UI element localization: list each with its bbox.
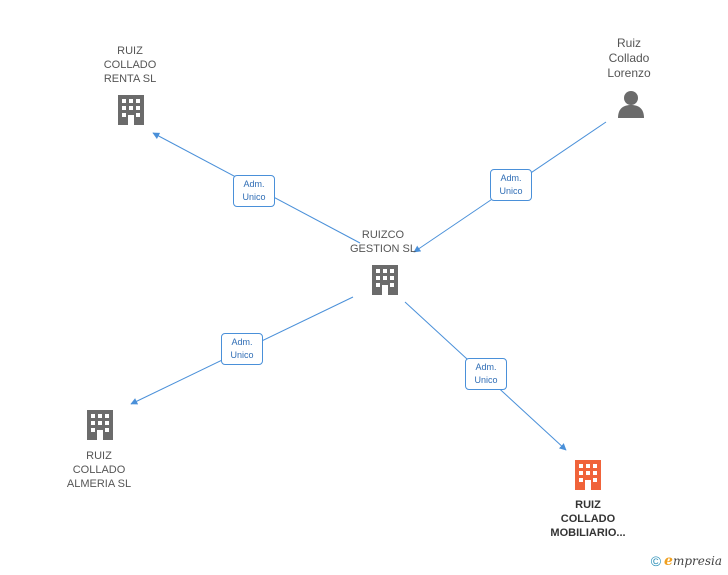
node-label-line: RUIZ <box>86 450 112 462</box>
edge-label-adm-unico[interactable]: Adm. Unico <box>465 358 507 390</box>
building-icon[interactable] <box>87 410 113 440</box>
brand-logo[interactable]: empresia <box>664 553 722 569</box>
node-label-line: RUIZCO <box>361 229 405 241</box>
edge-label-line: Adm. <box>500 173 522 183</box>
footer-credit: © empresia <box>651 553 722 569</box>
person-icon[interactable] <box>618 91 644 118</box>
node-label-line: GESTION SL <box>349 243 417 255</box>
edge-label-line: Unico <box>474 375 498 385</box>
edge-label-line: Adm. <box>243 179 265 189</box>
edge-label-line: Unico <box>499 186 523 196</box>
node-label-line: RUIZ <box>575 499 601 511</box>
edge-label-line: Unico <box>230 350 254 360</box>
node-label-line: ALMERIA SL <box>66 478 132 490</box>
node-label-line: MOBILIARIO... <box>550 527 626 539</box>
node-label-ruiz-collado-lorenzo[interactable]: Ruiz Collado Lorenzo <box>569 36 689 81</box>
edge-label-line: Unico <box>242 192 266 202</box>
copyright-icon: © <box>650 553 662 569</box>
node-label-ruiz-collado-mobiliario[interactable]: RUIZ COLLADO MOBILIARIO... <box>528 498 648 540</box>
edge-label-adm-unico[interactable]: Adm. Unico <box>490 169 532 201</box>
node-label-line: COLLADO <box>72 464 126 476</box>
edge-label-adm-unico[interactable]: Adm. Unico <box>221 333 263 365</box>
node-label-line: Lorenzo <box>607 66 651 80</box>
node-label-line: COLLADO <box>103 59 157 71</box>
node-label-line: RENTA SL <box>103 73 157 85</box>
edge-label-line: Adm. <box>475 362 497 372</box>
edge-label-line: Adm. <box>231 337 253 347</box>
node-label-line: Ruiz <box>616 36 641 50</box>
edge-label-adm-unico[interactable]: Adm. Unico <box>233 175 275 207</box>
building-icon[interactable] <box>118 95 144 125</box>
node-label-ruizco-gestion[interactable]: RUIZCO GESTION SL <box>323 228 443 256</box>
node-label-ruiz-collado-almeria[interactable]: RUIZ COLLADO ALMERIA SL <box>39 449 159 491</box>
node-label-line: RUIZ <box>117 45 143 57</box>
brand-logo-text: mpresia <box>672 554 722 568</box>
building-icon[interactable] <box>372 265 398 295</box>
building-icon-highlighted[interactable] <box>575 460 601 490</box>
node-label-line: COLLADO <box>560 513 616 525</box>
node-label-ruiz-collado-renta[interactable]: RUIZ COLLADO RENTA SL <box>70 44 190 86</box>
node-label-line: Collado <box>608 51 650 65</box>
brand-logo-initial: e <box>664 553 673 569</box>
